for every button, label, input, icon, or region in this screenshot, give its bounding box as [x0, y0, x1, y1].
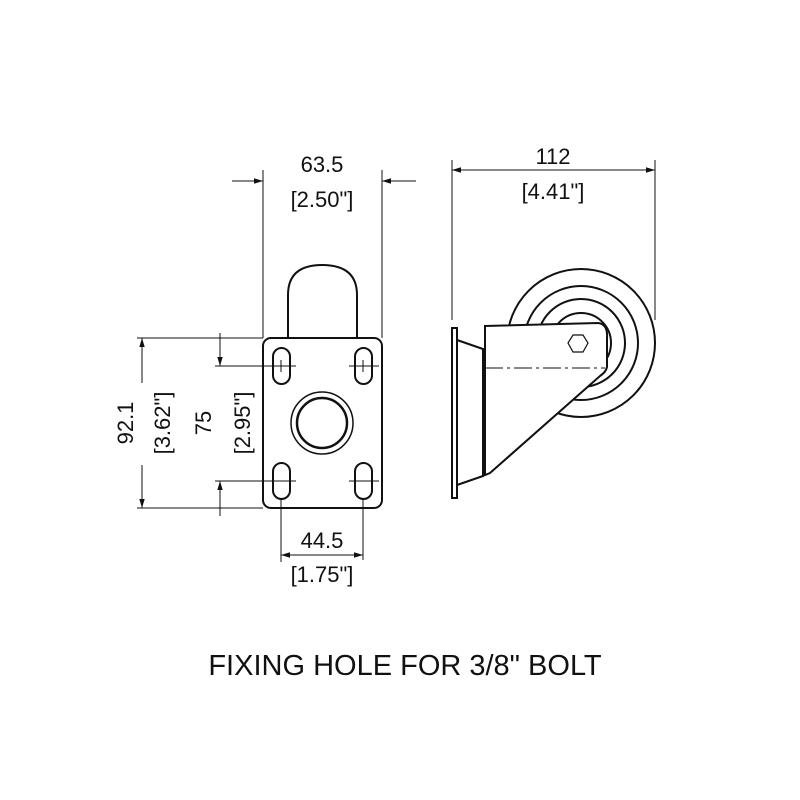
dimension-hole-spacing-width [280, 499, 364, 562]
dimension-plate-length [137, 337, 263, 509]
stem-outline [287, 263, 358, 338]
flange-cone [456, 339, 484, 486]
plate-width-in: [2.50"] [291, 187, 354, 212]
top-plate-view [262, 263, 383, 509]
dimension-plate-width [232, 170, 416, 338]
dimension-labels: 63.5 [2.50"] 112 [4.41"] 92.1 [3.62"] 75… [113, 144, 602, 682]
center-boss-inner [295, 396, 349, 450]
hole-spacing-length-mm: 75 [191, 411, 216, 435]
hexagon-axle-nut [567, 334, 589, 353]
hole-spacing-width-mm: 44.5 [301, 528, 344, 553]
fork-bracket [484, 321, 609, 477]
dimension-hole-spacing-length [215, 333, 273, 516]
caption: FIXING HOLE FOR 3/8" BOLT [208, 650, 602, 682]
overall-height-in: [4.41"] [522, 179, 585, 204]
hole-spacing-width-in: [1.75"] [291, 562, 354, 587]
plate-length-in: [3.62"] [150, 392, 175, 455]
side-mounting-plate [451, 327, 458, 499]
mounting-plate [262, 337, 383, 509]
overall-height-mm: 112 [535, 144, 570, 169]
hole-spacing-length-in: [2.95"] [230, 392, 255, 455]
plate-length-mm: 92.1 [113, 402, 138, 445]
center-boss-outer [290, 391, 354, 455]
side-view [451, 268, 656, 499]
plate-width-mm: 63.5 [301, 152, 344, 177]
dimension-overall-height [451, 160, 656, 320]
